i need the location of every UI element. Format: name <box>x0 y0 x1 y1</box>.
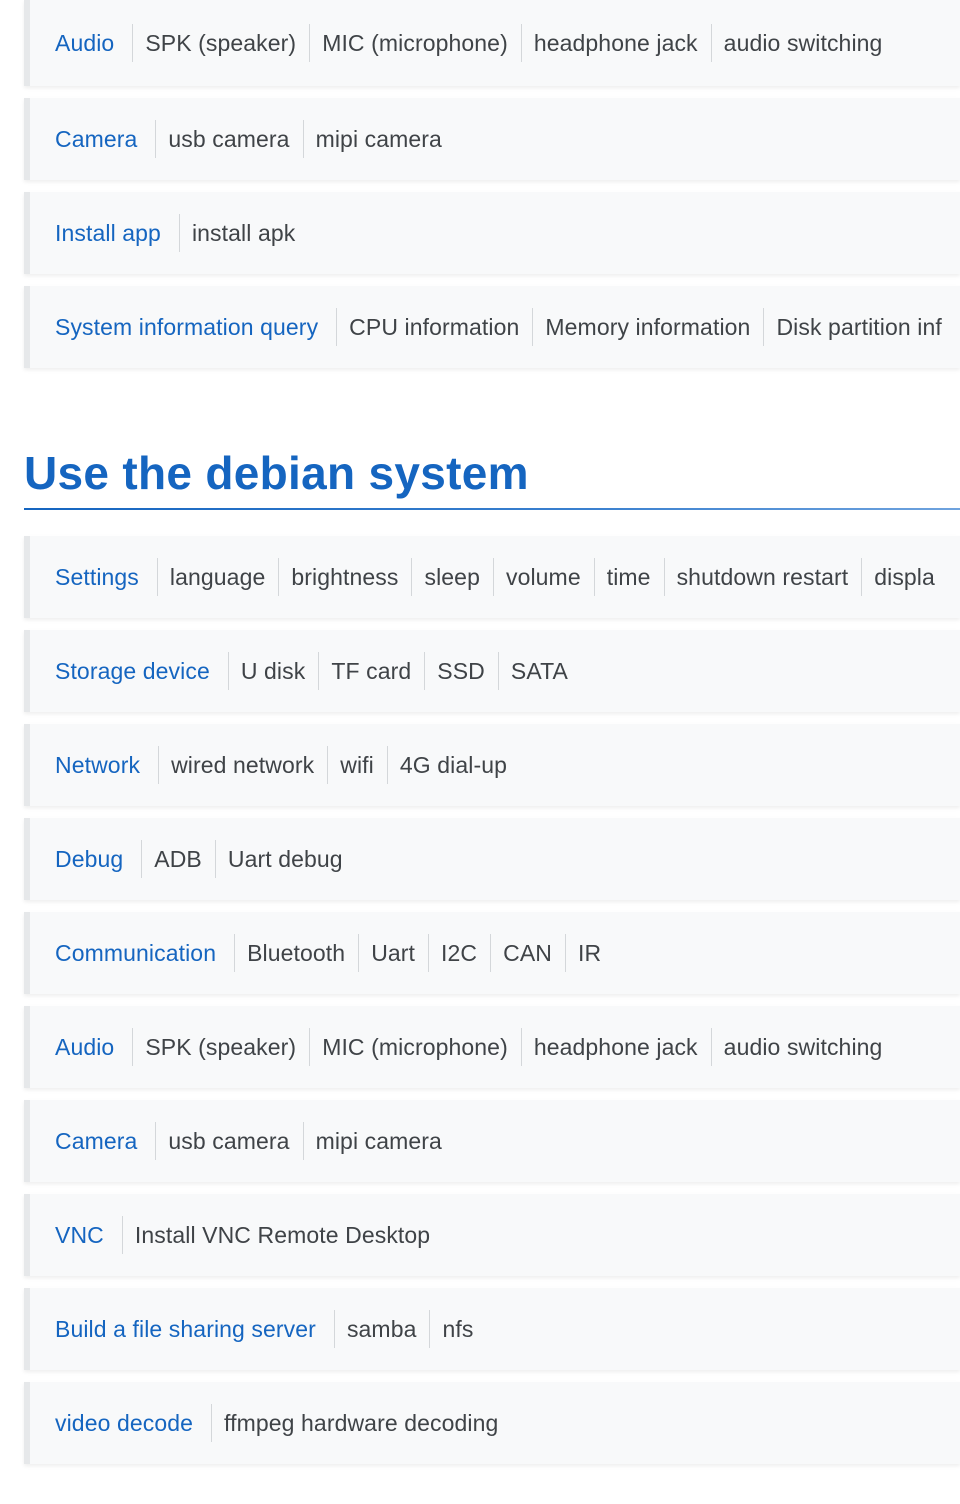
feature-item-mipi-camera: mipi camera <box>302 120 455 158</box>
feature-item-spk-speaker: SPK (speaker) <box>132 24 309 62</box>
feature-category-vnc: VNC <box>55 1221 104 1248</box>
feature-category-storage-device: Storage device <box>55 657 210 684</box>
feature-item-shutdown-restart: shutdown restart <box>663 558 862 596</box>
feature-category-video-decode: video decode <box>55 1409 194 1436</box>
feature-item-can: CAN <box>490 934 565 972</box>
feature-item-mic-microphone: MIC (microphone) <box>309 24 521 62</box>
feature-item-mipi-camera: mipi camera <box>302 1122 455 1160</box>
feature-item-sleep: sleep <box>411 558 492 596</box>
feature-item-wifi: wifi <box>327 746 387 784</box>
feature-item-brightness: brightness <box>278 558 411 596</box>
feature-item-cpu-information: CPU information <box>336 308 532 346</box>
feature-item-displa: displa <box>861 558 948 596</box>
feature-item-memory-information: Memory information <box>532 308 763 346</box>
feature-category-debug: Debug <box>55 845 124 872</box>
feature-category-camera: Camera <box>55 1127 138 1154</box>
feature-item-i2c: I2C <box>428 934 490 972</box>
feature-item-4g-dial-up: 4G dial-up <box>386 746 520 784</box>
feature-item-tf-card: TF card <box>318 652 424 690</box>
feature-item-ir: IR <box>565 934 614 972</box>
feature-item-spk-speaker: SPK (speaker) <box>132 1028 309 1066</box>
feature-row-vnc: VNC Install VNC Remote Desktop <box>24 1194 960 1276</box>
feature-category-audio: Audio <box>55 1033 115 1060</box>
feature-item-headphone-jack: headphone jack <box>520 24 711 62</box>
feature-category-camera: Camera <box>55 125 138 152</box>
feature-item-bluetooth: Bluetooth <box>234 934 358 972</box>
feature-item-usb-camera: usb camera <box>155 1122 302 1160</box>
feature-row-video-decode: video decode ffmpeg hardware decoding <box>24 1382 960 1464</box>
feature-category-build-a-file-sharing-server: Build a file sharing server <box>55 1315 316 1342</box>
android-feature-list: Audio SPK (speaker)MIC (microphone)headph… <box>24 0 960 380</box>
feature-category-network: Network <box>55 751 141 778</box>
feature-item-install-vnc-remote-desktop: Install VNC Remote Desktop <box>121 1216 443 1254</box>
feature-category-communication: Communication <box>55 939 217 966</box>
feature-row-audio: Audio SPK (speaker)MIC (microphone)headph… <box>24 1006 960 1088</box>
feature-item-volume: volume <box>492 558 594 596</box>
feature-category-settings: Settings <box>55 563 139 590</box>
section-divider <box>24 508 960 510</box>
feature-item-mic-microphone: MIC (microphone) <box>309 1028 521 1066</box>
feature-item-wired-network: wired network <box>158 746 327 784</box>
feature-item-ffmpeg-hardware-decoding: ffmpeg hardware decoding <box>211 1404 511 1442</box>
section-title: Use the debian system <box>24 447 529 499</box>
feature-item-uart: Uart <box>358 934 428 972</box>
feature-item-audio-switching: audio switching <box>710 24 896 62</box>
feature-item-samba: samba <box>333 1310 430 1348</box>
feature-item-usb-camera: usb camera <box>155 120 302 158</box>
feature-item-headphone-jack: headphone jack <box>520 1028 711 1066</box>
feature-item-install-apk: install apk <box>178 214 308 252</box>
feature-item-audio-switching: audio switching <box>710 1028 896 1066</box>
feature-item-disk-partition-inf: Disk partition inf <box>763 308 954 346</box>
feature-item-time: time <box>593 558 664 596</box>
feature-category-install-app: Install app <box>55 219 161 246</box>
feature-item-sata: SATA <box>497 652 581 690</box>
feature-category-audio: Audio <box>55 29 115 56</box>
feature-item-ssd: SSD <box>424 652 498 690</box>
feature-item-nfs: nfs <box>429 1310 486 1348</box>
feature-item-u-disk: U disk <box>227 652 319 690</box>
feature-row-install-app: Install app install apk <box>24 192 960 274</box>
feature-category-system-information-query: System information query <box>55 313 319 340</box>
feature-row-audio: Audio SPK (speaker)MIC (microphone)headph… <box>24 0 960 86</box>
feature-item-uart-debug: Uart debug <box>214 840 356 878</box>
feature-item-language: language <box>156 558 278 596</box>
feature-item-adb: ADB <box>141 840 215 878</box>
